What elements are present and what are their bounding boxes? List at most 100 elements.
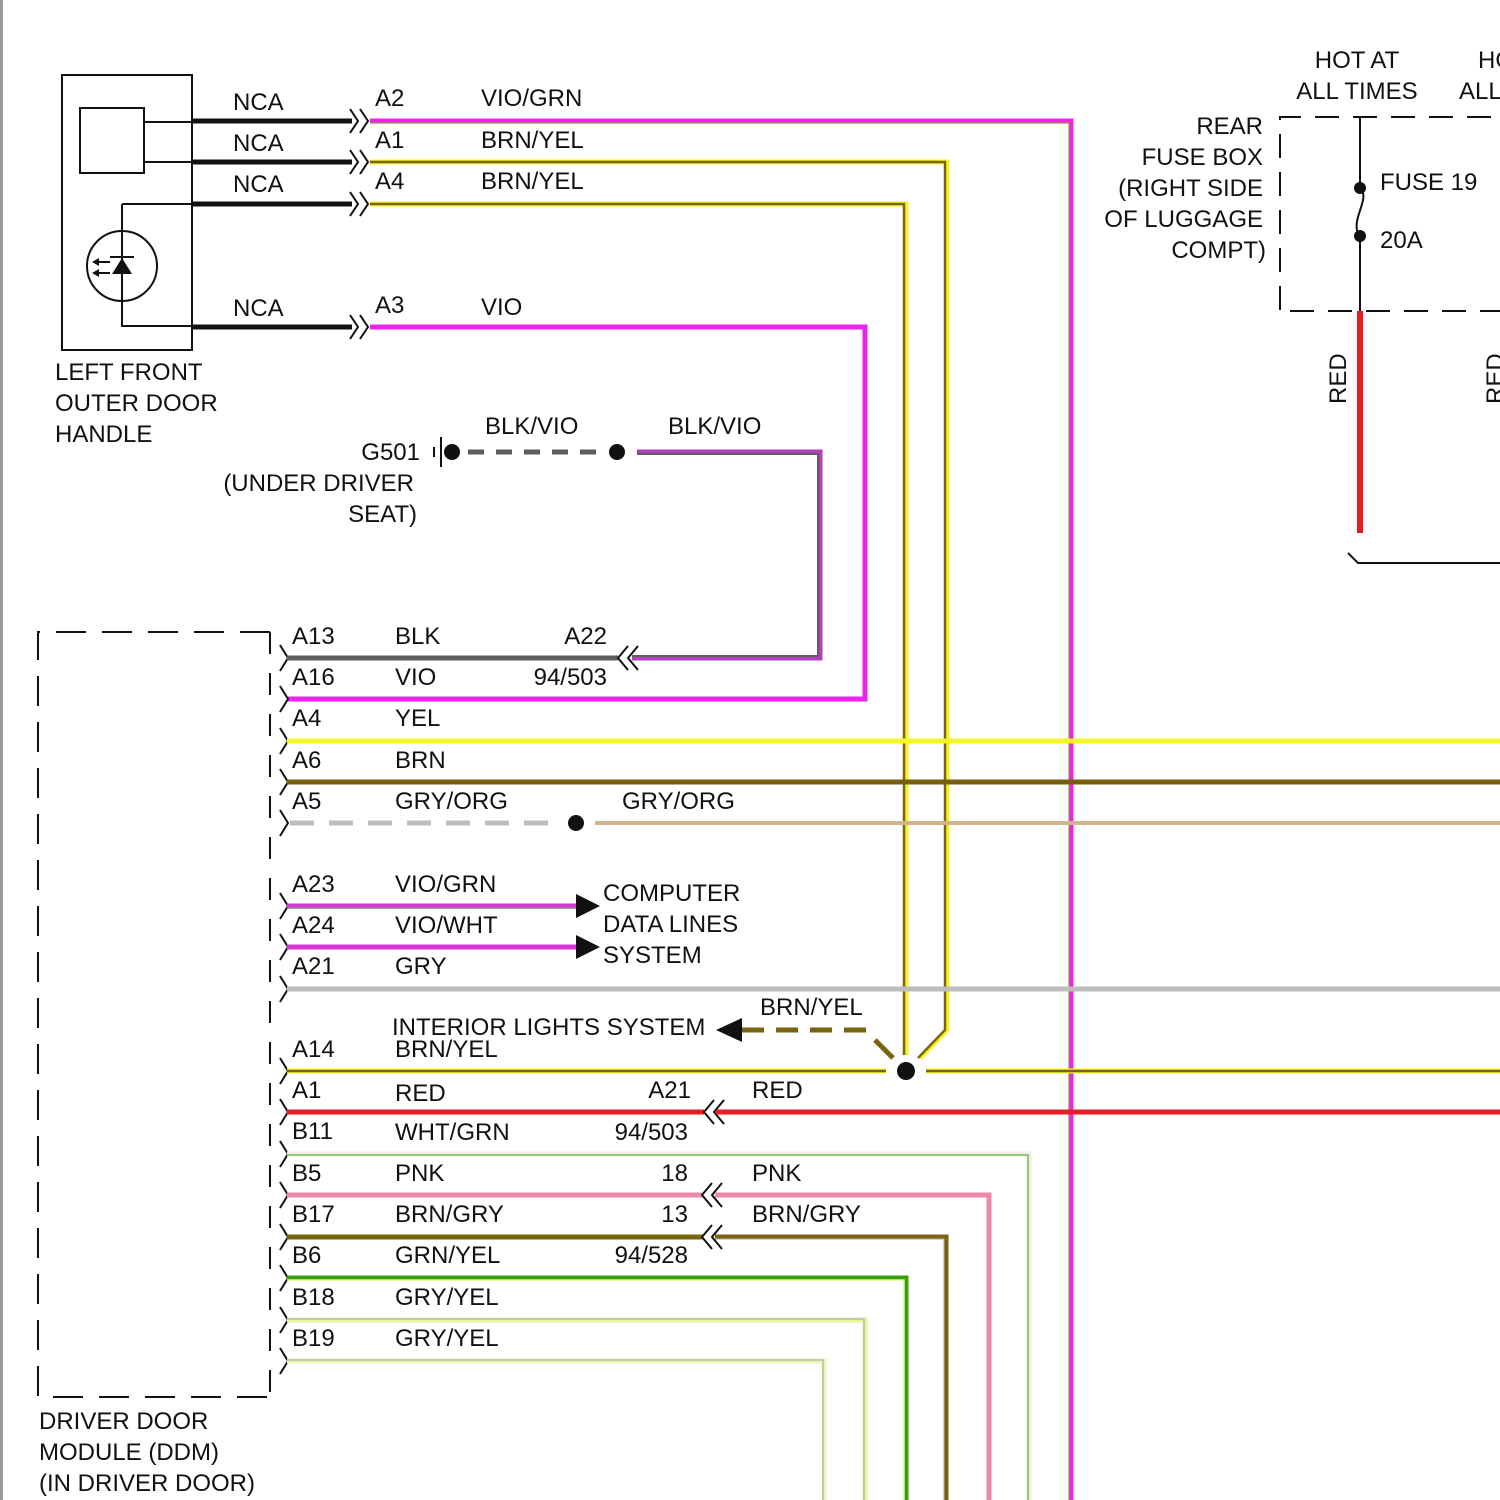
ddm-pin: A24 — [292, 912, 335, 939]
rear-fuse-box: FUSE 19 20A HOT AT ALL TIMES HO ALL REAR… — [1104, 47, 1500, 563]
led-sensor-icon — [87, 204, 192, 326]
wire-stripe — [287, 1280, 904, 1500]
wire-stripe — [287, 1319, 864, 1500]
ddm-pin-chevron — [280, 686, 288, 712]
hot-label-cut-1: HO — [1478, 47, 1500, 74]
ddm-pin: B5 — [292, 1160, 321, 1187]
ground-location-1: (UNDER DRIVER — [223, 470, 414, 497]
inline-connector-wire-out: BRN/GRY — [752, 1201, 861, 1228]
wire-color-label: BRN/YEL — [481, 127, 584, 154]
hot-label-cut-2: ALL — [1459, 78, 1500, 105]
ddm-wire-color: GRY/YEL — [395, 1284, 499, 1311]
arrow-left-icon — [716, 1018, 742, 1042]
ddm-pin: B18 — [292, 1284, 335, 1311]
ddm-pin-chevron — [280, 1307, 288, 1333]
ddm-component: DRIVER DOOR MODULE (DDM) (IN DRIVER DOOR… — [38, 632, 270, 1497]
fuse-box-label-2: FUSE BOX — [1142, 144, 1263, 171]
ddm-pin: A1 — [292, 1077, 321, 1104]
ddm-pin: A21 — [292, 953, 335, 980]
ddm-pin: A5 — [292, 788, 321, 815]
ddm-wire-color: GRY — [395, 953, 447, 980]
inline-connector-pin: 13 — [661, 1201, 688, 1228]
ddm-label-3: (IN DRIVER DOOR) — [39, 1470, 255, 1497]
ddm-wire-color: WHT/GRN — [395, 1119, 510, 1146]
ddm-pin: A13 — [292, 623, 335, 650]
pin-label-a4: A4 — [375, 168, 404, 195]
fuse-output-wire-label-2: RED — [1482, 353, 1500, 404]
hot-at-all-times-2: ALL TIMES — [1296, 78, 1417, 105]
ddm-label-2: MODULE (DDM) — [39, 1439, 219, 1466]
ddm-wire-color: RED — [395, 1080, 446, 1107]
interior-lights-label: INTERIOR LIGHTS SYSTEM — [392, 1014, 705, 1041]
ddm-pin-chevron — [280, 1058, 288, 1084]
inline-connector-wire-out: RED — [752, 1077, 803, 1104]
nca-label: NCA — [233, 171, 284, 198]
door-handle-label-3: HANDLE — [55, 421, 152, 448]
nca-label: NCA — [233, 130, 284, 157]
ddm-pin-chevron — [280, 934, 288, 960]
ddm-pin: A23 — [292, 871, 335, 898]
ddm-pin-connectors — [280, 645, 288, 1374]
arrow-right-icon — [576, 935, 600, 959]
data-lines-label-1: COMPUTER — [603, 880, 740, 907]
ddm-pin: A14 — [292, 1036, 335, 1063]
pin-label-a1: A1 — [375, 127, 404, 154]
door-handle-label-2: OUTER DOOR — [55, 390, 218, 417]
wire-grn-yel-b6 — [287, 1278, 906, 1500]
ddm-wire-color: GRY/YEL — [395, 1325, 499, 1352]
ground-name: G501 — [361, 439, 420, 466]
ddm-pin: A6 — [292, 747, 321, 774]
ground-wire-label: BLK/VIO — [485, 413, 578, 440]
inline-connector-wire-out: PNK — [752, 1160, 801, 1187]
fuse-box-label-1: REAR — [1196, 113, 1263, 140]
wire-gry-yel-b18 — [287, 1320, 865, 1500]
ddm-pin: A16 — [292, 664, 335, 691]
hot-at-all-times-1: HOT AT — [1315, 47, 1400, 74]
ddm-wire-color: BLK — [395, 623, 440, 650]
inline-connector-pin: A22 — [564, 623, 607, 650]
interior-lights-wire-label: BRN/YEL — [760, 994, 863, 1021]
pin-label-a3: A3 — [375, 292, 404, 319]
inline-connector-pin: 18 — [661, 1160, 688, 1187]
ground-wire-label: BLK/VIO — [668, 413, 761, 440]
ddm-pin-chevron — [280, 1099, 288, 1125]
wire-color-label: VIO — [481, 294, 522, 321]
door-handle-component: LEFT FRONT OUTER DOOR HANDLE — [55, 75, 218, 448]
gry-org-continuation-label: GRY/ORG — [622, 788, 735, 815]
fuse-box-label-4: OF LUGGAGE — [1104, 206, 1263, 233]
fuse-box-label-3: (RIGHT SIDE — [1118, 175, 1263, 202]
ddm-wire-color: BRN — [395, 747, 446, 774]
ddm-pin: B19 — [292, 1325, 335, 1352]
ground-g501: G501 (UNDER DRIVER SEAT) BLK/VIO BLK/VIO — [223, 413, 820, 658]
ddm-pin: A4 — [292, 705, 321, 732]
ddm-pin-chevron — [280, 1348, 288, 1374]
ddm-wire-color: VIO/GRN — [395, 871, 496, 898]
ddm-pin-chevron — [280, 976, 288, 1002]
ddm-pin-chevron — [280, 1224, 288, 1250]
wire-color-label: VIO/GRN — [481, 85, 582, 112]
splice-dot — [568, 815, 584, 831]
ddm-pin-chevron — [280, 645, 288, 671]
inline-connector-id: 94/503 — [534, 664, 607, 691]
arrow-right-icon — [576, 894, 600, 918]
fuse-name: FUSE 19 — [1380, 169, 1477, 196]
splice-dot — [609, 444, 625, 460]
ddm-label-1: DRIVER DOOR — [39, 1408, 208, 1435]
ddm-wire-color: PNK — [395, 1160, 444, 1187]
ddm-wire-color: YEL — [395, 705, 440, 732]
ddm-wire-color: GRN/YEL — [395, 1242, 500, 1269]
ddm-pin-chevron — [280, 893, 288, 919]
ddm-wire-color: BRN/GRY — [395, 1201, 504, 1228]
ddm-wire-color: VIO/WHT — [395, 912, 498, 939]
fuse-rating: 20A — [1380, 227, 1423, 254]
ddm-pin: B6 — [292, 1242, 321, 1269]
nca-label: NCA — [233, 89, 284, 116]
data-lines-label-3: SYSTEM — [603, 942, 702, 969]
ground-icon — [434, 437, 441, 467]
ddm-pin: B17 — [292, 1201, 335, 1228]
ddm-pin: B11 — [292, 1118, 333, 1145]
ddm-pin-chevron — [280, 1265, 288, 1291]
handle-connector — [350, 109, 368, 339]
ddm-wire-color: VIO — [395, 664, 436, 691]
